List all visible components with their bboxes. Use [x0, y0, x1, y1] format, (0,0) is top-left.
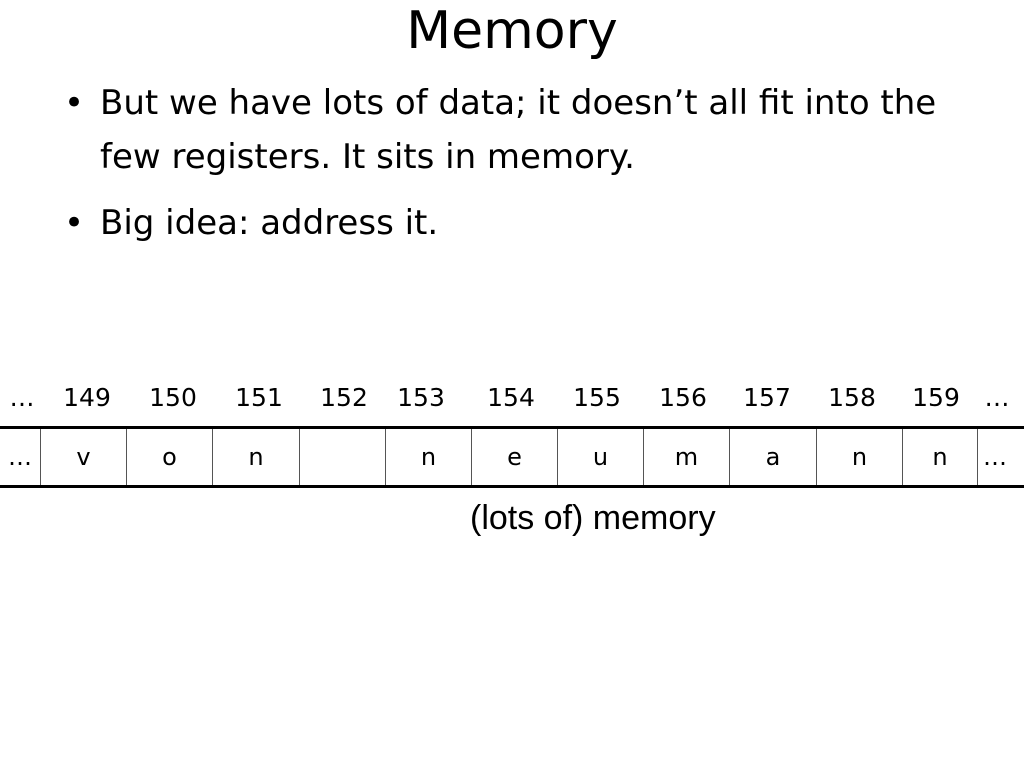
address-label: 153 — [397, 383, 445, 412]
bullet-item: • Big idea: address it. — [56, 196, 956, 250]
address-label: 149 — [63, 383, 111, 412]
address-label: 154 — [487, 383, 535, 412]
address-label: 156 — [659, 383, 707, 412]
address-label: 159 — [912, 383, 960, 412]
memory-cell: o — [127, 429, 213, 485]
address-label: 155 — [573, 383, 621, 412]
address-label: 158 — [828, 383, 876, 412]
memory-cell: n — [903, 429, 978, 485]
bullet-item: • But we have lots of data; it doesn’t a… — [56, 76, 956, 184]
address-label: 150 — [149, 383, 197, 412]
memory-cell: e — [472, 429, 558, 485]
memory-cell: n — [817, 429, 903, 485]
memory-cell: m — [644, 429, 730, 485]
address-label: 152 — [320, 383, 368, 412]
memory-caption: (lots of) memory — [470, 499, 716, 537]
memory-cell: a — [730, 429, 817, 485]
slide-title: Memory — [406, 1, 618, 61]
address-label-ellipsis-right: … — [984, 383, 1010, 412]
memory-cell-empty — [300, 429, 386, 485]
bullet-text: Big idea: address it. — [100, 203, 439, 243]
address-label: 151 — [235, 383, 283, 412]
address-label-ellipsis-left: … — [9, 383, 35, 412]
memory-cell: n — [213, 429, 300, 485]
bullet-text: But we have lots of data; it doesn’t all… — [100, 83, 937, 177]
memory-cell: u — [558, 429, 644, 485]
memory-cell-ellipsis-right: … — [983, 443, 1007, 471]
memory-cell-ellipsis-left: … — [0, 429, 41, 485]
memory-cell: n — [386, 429, 472, 485]
memory-cell: v — [41, 429, 127, 485]
memory-strip: … v o n n e u m a n n … — [0, 426, 1024, 488]
bullet-list: • But we have lots of data; it doesn’t a… — [56, 76, 956, 262]
bullet-dot-icon: • — [64, 203, 85, 243]
address-label: 157 — [743, 383, 791, 412]
bullet-dot-icon: • — [64, 83, 85, 123]
